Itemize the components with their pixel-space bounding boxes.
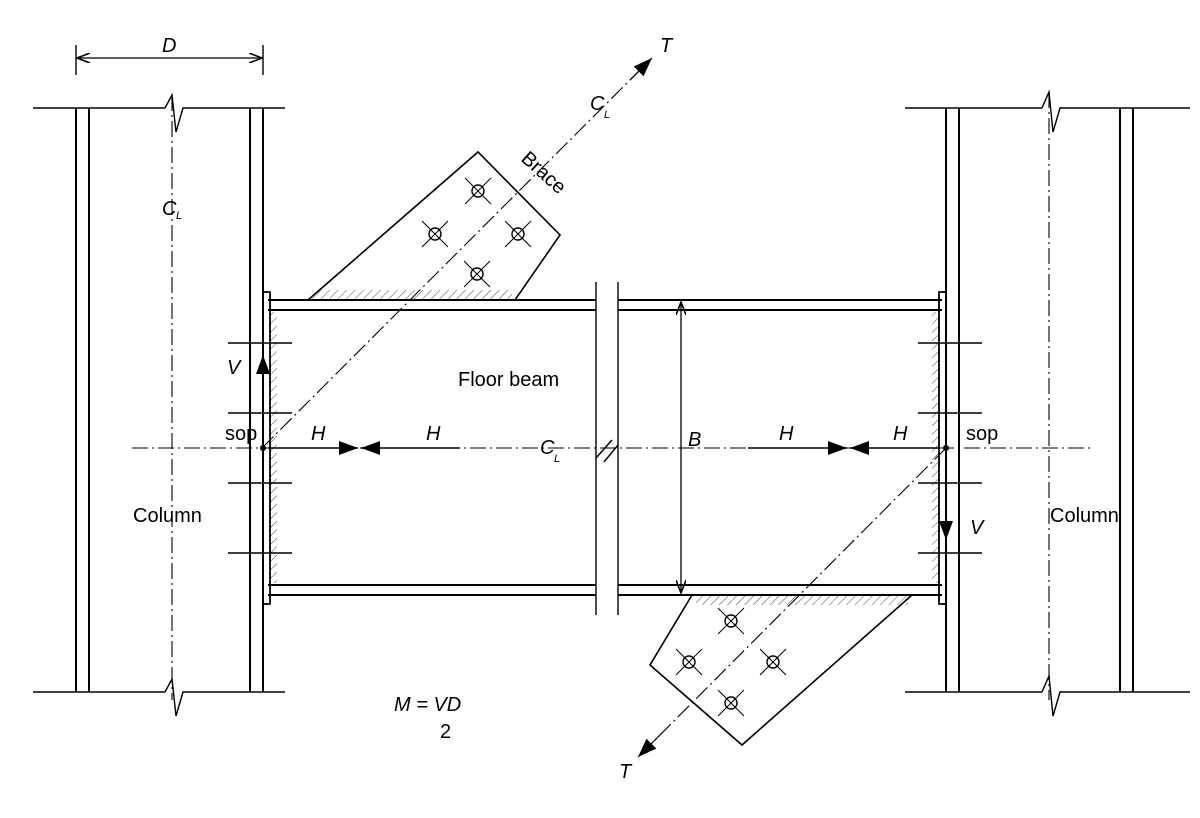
work-point-left (260, 445, 266, 451)
label-sop-right: sop (966, 423, 998, 445)
label-cl-brace: C (590, 93, 605, 115)
label-cl-beam-sub: L (554, 453, 560, 465)
label-cl-brace-sub: L (604, 109, 610, 121)
bolt-symbol (675, 648, 703, 676)
label-sop-left: sop (225, 423, 257, 445)
label-v-left: V (227, 357, 242, 379)
label-t-bottom: T (619, 761, 633, 783)
left-column (33, 92, 285, 717)
label-moment-formula: M = VD (394, 694, 461, 716)
upper-gusset-plate (305, 150, 562, 301)
tension-arrow-top (629, 57, 653, 81)
label-moment-divisor: 2 (440, 721, 451, 743)
label-h-1: H (311, 423, 326, 445)
label-h-3: H (779, 423, 794, 445)
dimension-d (75, 45, 264, 75)
label-cl-column-sub: L (176, 210, 182, 222)
label-b: B (688, 429, 701, 451)
label-brace: Brace (517, 147, 571, 198)
tension-arrow-bottom (637, 734, 661, 758)
bolt-symbol (463, 260, 491, 288)
right-column (905, 89, 1190, 717)
bolt-symbol (421, 220, 449, 248)
brace-centerline-lower (642, 447, 947, 753)
lower-gusset-plate (648, 594, 915, 747)
work-point-right (943, 445, 949, 451)
bolt-symbol (717, 689, 745, 717)
label-column-right: Column (1050, 505, 1119, 527)
vertical-forces (256, 355, 953, 540)
end-plate-bolt-lines (228, 342, 982, 554)
label-cl-beam: C (540, 437, 555, 459)
label-floor-beam: Floor beam (458, 369, 559, 391)
label-t-top: T (660, 35, 674, 57)
bolts (421, 177, 787, 717)
bolt-symbol (464, 177, 492, 205)
label-cl-column: C (162, 198, 177, 220)
brace-centerline-upper (261, 61, 649, 449)
label-h-4: H (893, 423, 908, 445)
label-column-left: Column (133, 505, 202, 527)
label-v-right: V (970, 517, 985, 539)
bolt-symbol (504, 220, 532, 248)
bolt-symbol (717, 607, 745, 635)
bolt-symbol (759, 648, 787, 676)
label-h-2: H (426, 423, 441, 445)
label-d: D (162, 35, 176, 57)
